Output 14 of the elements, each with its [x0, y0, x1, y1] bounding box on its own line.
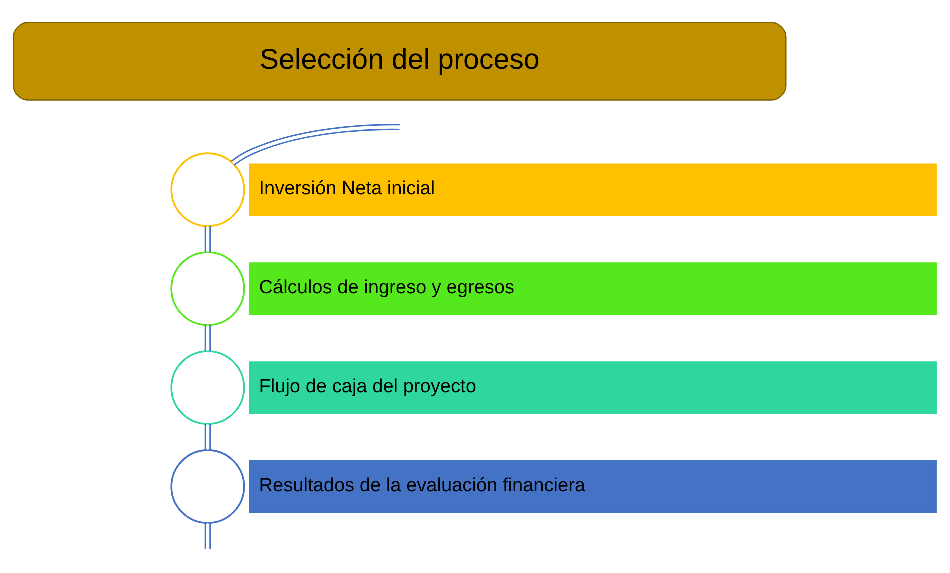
node-circle: [170, 252, 246, 326]
connector: [204, 226, 212, 252]
connector: [204, 424, 212, 450]
node-circle: [170, 450, 246, 524]
node-circle: [170, 152, 246, 228]
node-box: Resultados de la evaluación financiera: [249, 460, 937, 513]
connector: [204, 325, 212, 352]
connector: [231, 124, 400, 166]
node-circle: [170, 350, 246, 426]
node-box: Flujo de caja del proyecto: [249, 362, 937, 414]
node-box: Selección del proceso: [13, 22, 787, 101]
node-box: Inversión Neta inicial: [249, 164, 937, 216]
connector: [204, 523, 212, 550]
node-box: Cálculos de ingreso y egresos: [249, 262, 937, 316]
